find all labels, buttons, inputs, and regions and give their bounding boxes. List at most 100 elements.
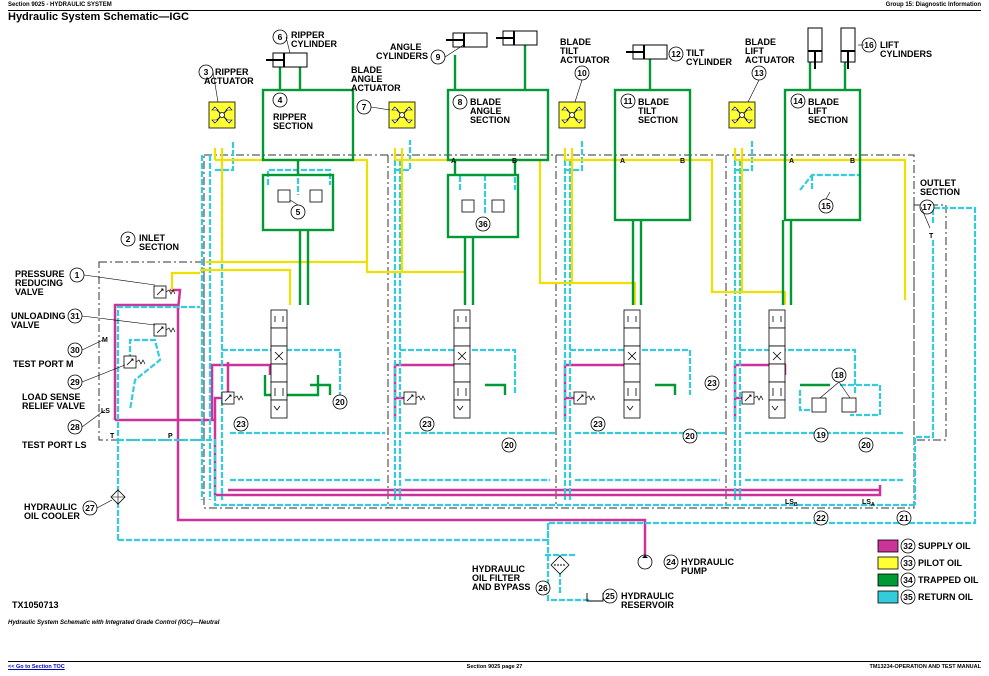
blade-lift-compensator	[741, 391, 764, 405]
callout-15: 15	[821, 201, 831, 211]
blade-angle-actuator	[388, 101, 416, 129]
angle-cylinder-left	[445, 32, 488, 48]
legend-label-pilot: PILOT OIL	[918, 558, 963, 568]
label-hydraulic-reservoir-1: HYDRAULIC	[621, 591, 674, 601]
label-blade-lift-actuator-3: ACTUATOR	[745, 55, 795, 65]
angle-cylinder-right	[495, 30, 538, 46]
label-hydraulic-oil-filter-1: HYDRAULIC	[472, 564, 525, 574]
callout-4: 4	[278, 95, 283, 105]
label-blade-angle-actuator-1: BLADE	[351, 65, 382, 75]
callout-16: 16	[864, 40, 874, 50]
label-ripper-actuator-2: ACTUATOR	[204, 76, 254, 86]
legend-num-return: 35	[903, 592, 913, 602]
unloading-valve-symbol	[153, 323, 176, 337]
label-blade-angle-actuator-2: ANGLE	[351, 74, 383, 84]
legend-label-supply: SUPPLY OIL	[918, 541, 971, 551]
callout-22: 22	[816, 513, 826, 523]
callout-9: 9	[436, 52, 441, 62]
label-hydraulic-oil-filter-3: AND BYPASS	[472, 582, 530, 592]
label-hydraulic-oil-cooler-1: HYDRAULIC	[24, 502, 77, 512]
legend-swatch-supply	[877, 539, 899, 553]
label-lift-cylinders-1: LIFT	[880, 40, 899, 50]
legend-item-trapped-oil: 34 TRAPPED OIL	[877, 572, 979, 588]
header-divider	[8, 10, 981, 11]
blade-tilt-compensator	[573, 391, 596, 405]
legend-swatch-pilot	[877, 556, 899, 570]
callout-31: 31	[70, 311, 80, 321]
callout-20a: 20	[335, 397, 345, 407]
callout-21: 21	[899, 513, 909, 523]
label-test-port-ls: TEST PORT LS	[22, 440, 87, 450]
figure-caption: Hydraulic System Schematic with Integrat…	[8, 620, 220, 626]
label-tilt-cylinder-2: CYLINDER	[686, 57, 733, 67]
callout-20b: 20	[504, 440, 514, 450]
label-blade-lift-actuator-2: LIFT	[745, 46, 764, 56]
ripper-actuator	[208, 101, 236, 129]
label-outlet-section-2: SECTION	[920, 187, 960, 197]
legend-swatch-return	[877, 590, 899, 604]
footer-divider	[8, 661, 981, 662]
hydraulic-oil-cooler-symbol	[110, 489, 126, 505]
label-blade-lift-actuator-1: BLADE	[745, 37, 776, 47]
callout-12: 12	[671, 49, 681, 59]
port-b-lift: B	[850, 158, 855, 165]
callout-5: 5	[296, 207, 301, 217]
port-a-angle: A	[451, 158, 456, 165]
hydraulic-reservoir-symbol	[586, 593, 604, 602]
port-ls-b: LSB	[785, 499, 798, 508]
label-ripper-cylinder-2: CYLINDER	[291, 39, 338, 49]
label-blade-tilt-actuator-2: TILT	[560, 46, 579, 56]
port-p: P	[168, 433, 173, 440]
callout-23a: 23	[236, 419, 246, 429]
footer-page-number: Section 9025 page 27	[466, 664, 523, 670]
callout-18: 18	[834, 370, 844, 380]
callout-7: 7	[362, 102, 367, 112]
legend-item-supply-oil: 32 SUPPLY OIL	[877, 538, 971, 554]
figure-id: TX1050713	[12, 600, 59, 610]
inlet-section-boundary	[98, 261, 205, 441]
callout-30: 30	[70, 345, 80, 355]
load-sense-relief-valve-symbol	[123, 355, 146, 369]
legend-swatch-trapped	[877, 573, 899, 587]
label-ripper-section-2: SECTION	[273, 121, 313, 131]
hydraulic-pump-symbol	[637, 554, 653, 570]
label-blade-lift-section-2: LIFT	[808, 106, 827, 116]
label-blade-tilt-section-2: TILT	[638, 106, 657, 116]
label-unloading-valve-2: VALVE	[11, 320, 40, 330]
label-test-port-m: TEST PORT M	[13, 359, 74, 369]
label-blade-tilt-actuator-3: ACTUATOR	[560, 55, 610, 65]
label-hydraulic-oil-cooler-2: OIL COOLER	[24, 511, 80, 521]
callout-3: 3	[204, 67, 209, 77]
label-load-sense-relief-valve-2: RELIEF VALVE	[22, 401, 85, 411]
callout-25: 25	[605, 591, 615, 601]
callout-1: 1	[75, 270, 80, 280]
legend-label-trapped: TRAPPED OIL	[918, 575, 979, 585]
callout-26: 26	[538, 583, 548, 593]
callouts	[67, 29, 935, 604]
callout-20d: 20	[861, 440, 871, 450]
label-lift-cylinders-2: CYLINDERS	[880, 49, 932, 59]
page-title: Hydraulic System Schematic—IGC	[8, 11, 189, 23]
callout-36: 36	[478, 219, 488, 229]
label-inlet-section-1: INLET	[139, 233, 166, 243]
go-to-section-toc-link[interactable]: << Go to Section TOC	[8, 664, 65, 670]
label-unloading-valve-1: UNLOADING	[11, 311, 66, 321]
tilt-cylinder	[625, 44, 668, 60]
label-hydraulic-pump-2: PUMP	[681, 566, 707, 576]
callout-24: 24	[666, 557, 676, 567]
callout-leaders	[81, 36, 931, 509]
pilot-oil-lines	[170, 148, 907, 305]
label-angle-cylinders-2: CYLINDERS	[376, 51, 428, 61]
port-a-tilt: A	[620, 158, 625, 165]
callout-23c: 23	[593, 419, 603, 429]
blade-angle-control-valve	[453, 309, 471, 419]
footer-manual-title: TM13234-OPERATION AND TEST MANUAL	[869, 664, 981, 670]
callout-23b: 23	[422, 419, 432, 429]
blade-tilt-control-valve	[623, 309, 641, 419]
legend-item-pilot-oil: 33 PILOT OIL	[877, 555, 963, 571]
callout-20c: 20	[685, 431, 695, 441]
label-hydraulic-pump-1: HYDRAULIC	[681, 557, 734, 567]
label-hydraulic-reservoir-2: RESERVOIR	[621, 600, 674, 610]
legend-num-trapped: 34	[903, 575, 913, 585]
port-a-lift: A	[789, 158, 794, 165]
